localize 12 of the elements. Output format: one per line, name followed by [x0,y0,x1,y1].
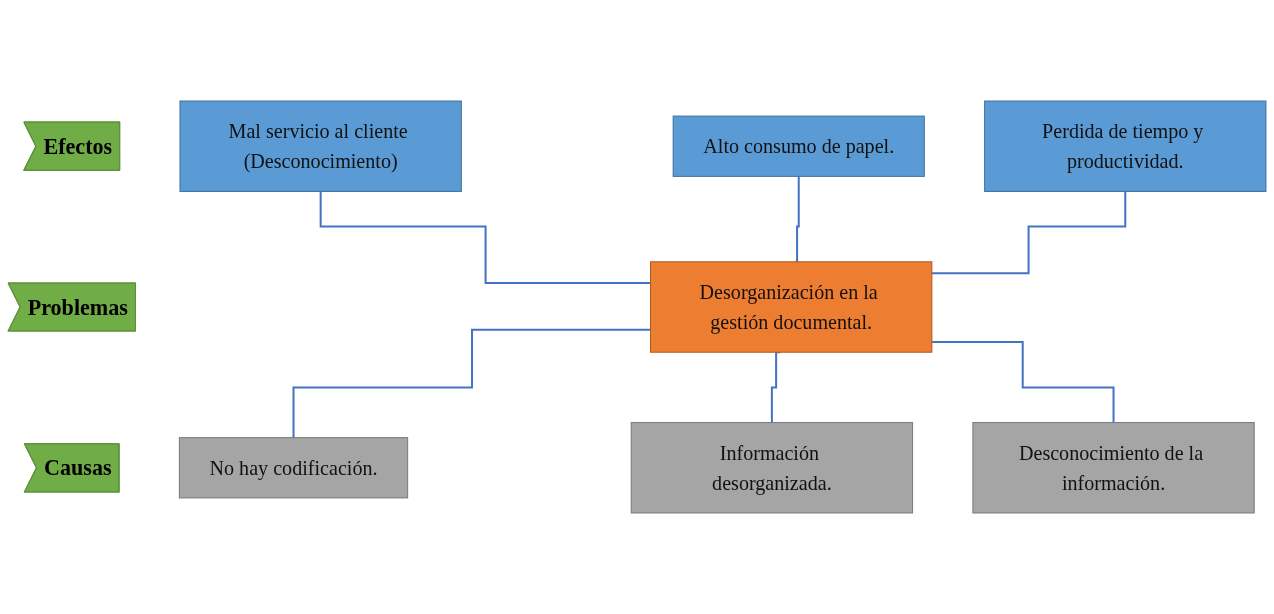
connector [931,341,1115,424]
node-box: No hay codificación. [178,437,409,499]
node-box: Desconocimiento de la información. [972,422,1255,514]
connector [931,190,1127,275]
connector [319,190,651,284]
node-box: Desorganización en la gestión documental. [650,261,933,353]
connector [794,175,800,263]
node-box: Información desorganizada. [630,422,914,514]
node-box: Mal servicio al cliente (Desconocimiento) [179,100,462,192]
node-box: Perdida de tiempo y productividad. [984,100,1267,192]
node-box: Alto consumo de papel. [672,115,925,177]
connector [292,328,651,439]
